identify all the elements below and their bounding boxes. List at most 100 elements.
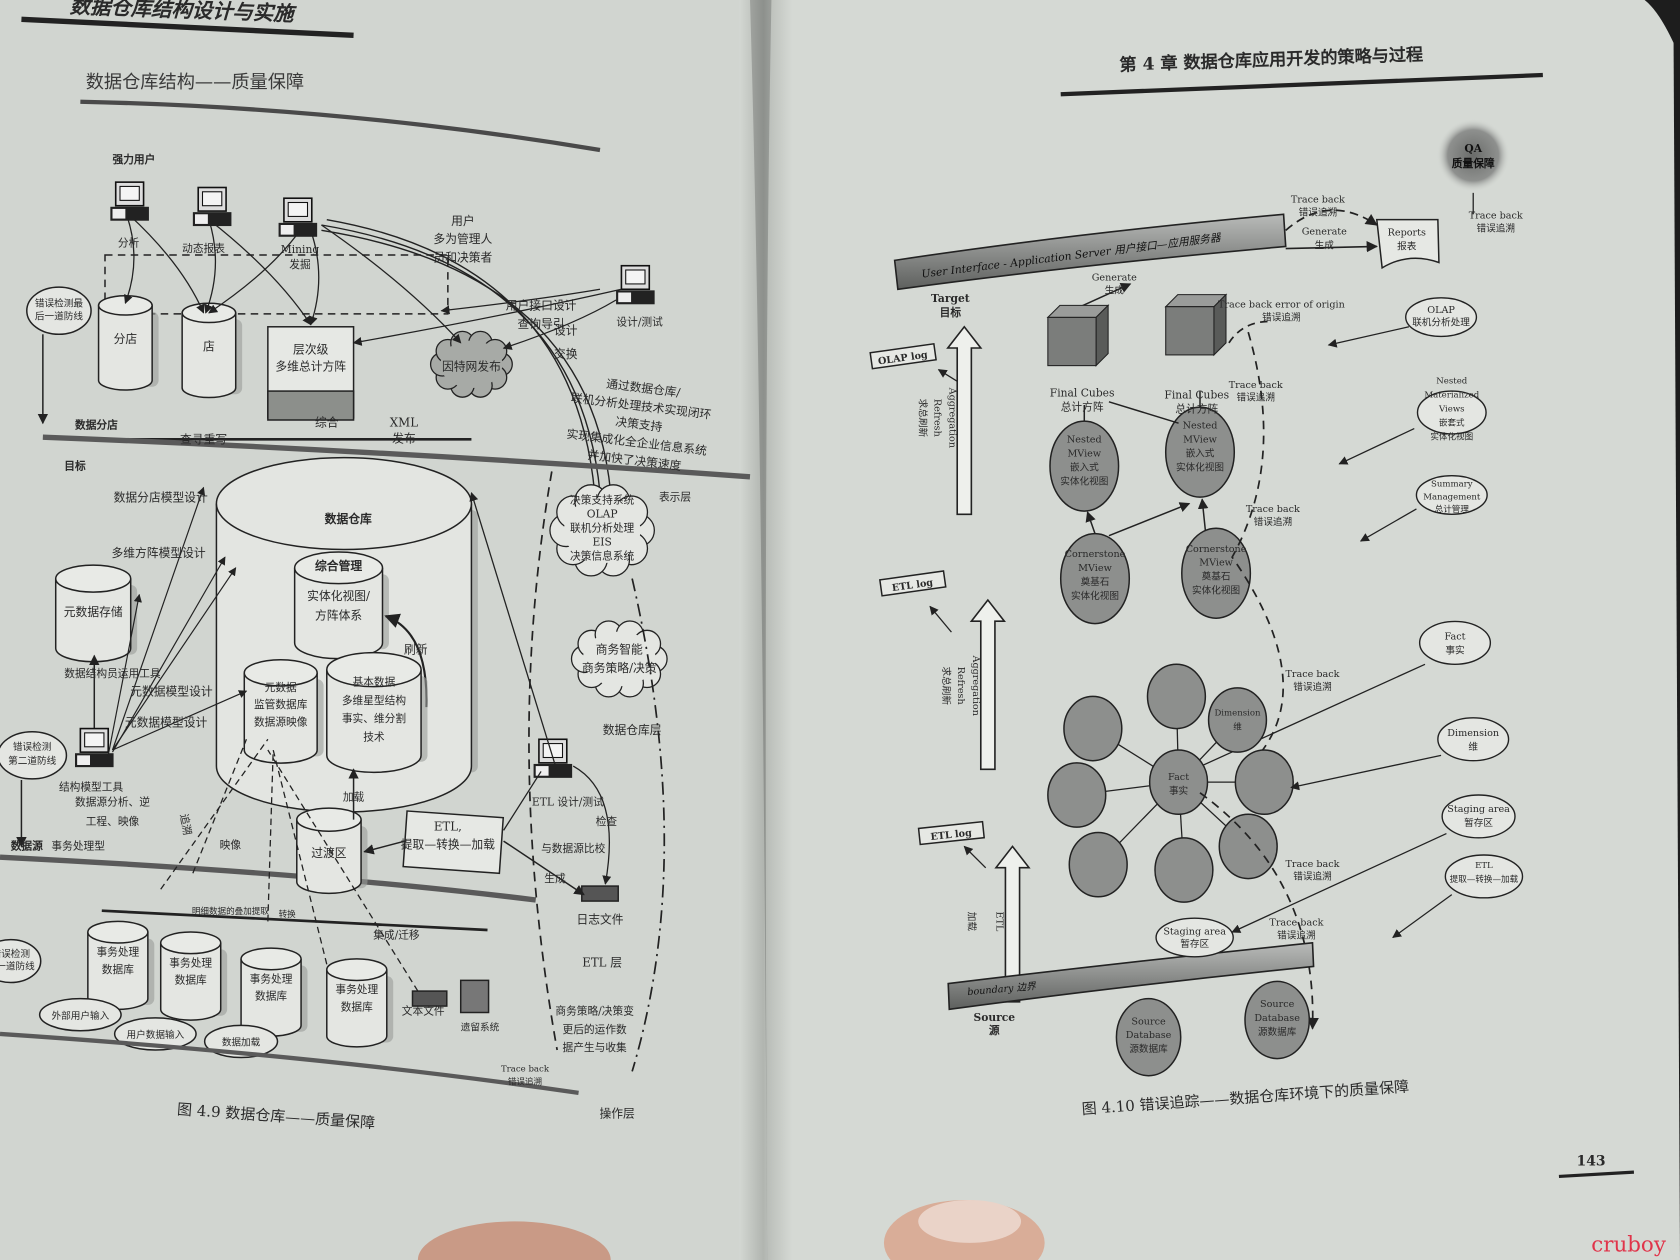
section-title: 数据仓库结构——质量保障 [86, 72, 304, 93]
tool-arrow [106, 593, 142, 761]
trace-dash [1228, 320, 1270, 344]
page-number-rule [1558, 1170, 1635, 1179]
cylinder-body [181, 312, 237, 399]
metadata-db-label: 监管数据库 [254, 698, 308, 711]
internet-cloud [429, 330, 513, 398]
book-gutter [739, 0, 793, 1260]
mapping-dash [267, 749, 419, 992]
screen [201, 191, 223, 207]
staging-cylinder [296, 807, 368, 895]
second-defense-ellipse [0, 731, 68, 780]
trace-back-label: Trace back [1269, 918, 1323, 929]
legend-etl-ellipse [1444, 854, 1524, 899]
transaction-db-cylinder [326, 958, 394, 1048]
refresh-label: 刷新 [404, 643, 428, 657]
staging-area-ellipse [1155, 917, 1234, 958]
chapter-rule [1060, 72, 1543, 97]
nested-mview-label: 嵌入式 [1070, 461, 1099, 473]
aggregation-label: 求总刷新 [916, 399, 928, 438]
second-defense-label: 第二道防线 [8, 755, 56, 767]
workstation-label: 动态报表 [182, 242, 225, 255]
log-file-label: 日志文件 [576, 913, 623, 927]
cornerstone-mview-label: 奠基石 [1081, 576, 1110, 588]
trace-label: 追溯 [177, 813, 194, 836]
reports-label: 报表 [1397, 241, 1417, 253]
screen [625, 269, 646, 285]
trace-back-label: 错误追溯 [1299, 206, 1338, 218]
cylinder-top [54, 564, 132, 593]
integrated-mgmt-label: 综合管理 [315, 559, 362, 573]
trace-back-arc [1285, 209, 1378, 232]
boundary-bar [947, 941, 1315, 1011]
arrow [1197, 498, 1209, 531]
cylinder-top [97, 294, 153, 316]
transaction-db-label: 事务处理 [250, 972, 293, 985]
olap-log-box [869, 342, 937, 370]
dss-label: OLAP [587, 508, 618, 521]
legend-label: 实体化视图 [1430, 430, 1473, 442]
legend-label: 维 [1468, 741, 1478, 753]
metadata-model-label: 元数据模型设计 [125, 715, 208, 729]
first-defense-ellipse [0, 938, 42, 984]
tool-arrow [111, 486, 206, 751]
data-mart-layer: 数据分店 [74, 419, 118, 432]
cylinder-label: 分店 [114, 332, 138, 346]
strategy-note: 据产生与收集 [563, 1041, 628, 1054]
trace-back-label: 错误追溯 [1293, 871, 1332, 883]
dashdot-boundary [631, 578, 666, 1072]
closed-loop-curve [321, 229, 612, 493]
trace-back-label: Trace back [1291, 195, 1345, 206]
input-label: 用户数据输入 [126, 1029, 184, 1041]
internet-label: 因特网发布 [442, 360, 501, 374]
user-interface-dashed-box [104, 254, 449, 315]
legend-label: Nested [1436, 377, 1467, 387]
etl-log-box [878, 570, 947, 597]
staging-label: 过渡区 [311, 846, 347, 860]
cornerstone-mview-label: 奠基石 [1202, 571, 1231, 583]
cornerstone-mview-label: MView [1078, 563, 1112, 574]
strategy-note: 更后的运作数 [563, 1023, 628, 1036]
legend-arrow [1392, 894, 1453, 939]
finger-left [417, 1221, 611, 1260]
legend-staging-ellipse [1441, 794, 1516, 839]
source-label: 源 [989, 1024, 1000, 1037]
legend-label: 提取—转换—加载 [1450, 873, 1519, 885]
dss-label: 决策信息系统 [570, 549, 635, 562]
dimension-node [1154, 837, 1214, 903]
trace-back-label: Trace back [1285, 669, 1339, 680]
bus-label: XML [390, 415, 418, 429]
legend-label: 事实 [1445, 645, 1464, 657]
drive-bay [280, 225, 294, 235]
check-arrow [572, 765, 612, 885]
cornerstone-mview-label: 实体化视图 [1192, 585, 1240, 597]
legend-label: Materialized [1424, 391, 1479, 401]
legend-label: OLAP [1427, 305, 1455, 316]
warehouse-layer: 数据仓库层 [603, 723, 662, 737]
drive-bay [195, 214, 208, 224]
arrow [1285, 241, 1378, 253]
cornerstone-mview-node [1181, 527, 1252, 619]
generate-label: Generate [1092, 273, 1137, 284]
arrow [1108, 502, 1191, 537]
drive-bay [618, 292, 632, 303]
base-data-label: 多维星型结构 [342, 694, 407, 707]
last-defense-ellipse [26, 286, 92, 336]
legacy-label: 遗留系统 [461, 1022, 500, 1034]
mapping-dash [160, 738, 269, 890]
cube-matrix-shade [267, 390, 355, 421]
staging-area-label: 暂存区 [1180, 938, 1209, 950]
workstation-structure-tool [75, 727, 114, 768]
source-db-label: Database [1254, 1013, 1300, 1024]
cylinder-body [243, 672, 318, 764]
flow-arrow [309, 230, 320, 326]
arrow [503, 840, 585, 896]
reports-label: Reports [1388, 228, 1426, 239]
trace-back-origin-label: 错误追溯 [1262, 311, 1301, 323]
aggregation-label: Aggregation [970, 655, 981, 716]
strategy-note: 商务策略/决策变 [555, 1005, 634, 1018]
dss-label: 决策支持系统 [570, 494, 635, 507]
section-rule [80, 99, 601, 153]
flow-arrow [208, 219, 312, 326]
mapping-label: 映像 [220, 839, 242, 852]
nested-mview-label: MView [1067, 448, 1101, 459]
